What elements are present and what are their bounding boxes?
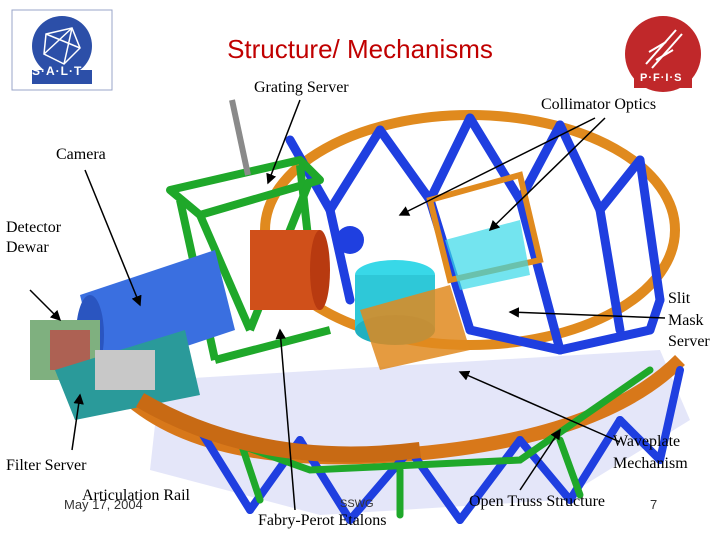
label-open-truss: Open Truss Structure	[469, 493, 606, 510]
salt-logo	[11, 9, 113, 91]
footer-event: SSWG	[340, 498, 374, 510]
pfis-logo-text: P·F·I·S	[640, 72, 683, 84]
label-grating-server: Grating Server	[254, 79, 349, 96]
label-camera: Camera	[56, 146, 106, 163]
slide-title: Structure/ Mechanisms	[227, 34, 493, 64]
label-slit-mask-3: Server	[668, 333, 710, 350]
label-filter-server: Filter Server	[6, 457, 87, 474]
pfis-logo	[625, 16, 701, 92]
salt-logo-text: S·A·L·T	[32, 64, 83, 78]
label-waveplate-2: Mechanism	[613, 455, 688, 472]
label-fabry-perot: Fabry-Perot Etalons	[258, 512, 387, 529]
label-waveplate-1: Waveplate	[613, 433, 681, 450]
label-detector-dewar-2: Dewar	[6, 239, 49, 256]
label-detector-dewar-1: Detector	[6, 219, 62, 236]
label-collimator-optics: Collimator Optics	[541, 96, 657, 113]
footer-date: May 17, 2004	[64, 497, 143, 512]
label-slit-mask-2: Mask	[668, 312, 704, 329]
page-number: 7	[650, 497, 658, 512]
label-slit-mask-1: Slit	[668, 290, 691, 307]
label-articulation-rail: Articulation Rail	[82, 487, 190, 504]
